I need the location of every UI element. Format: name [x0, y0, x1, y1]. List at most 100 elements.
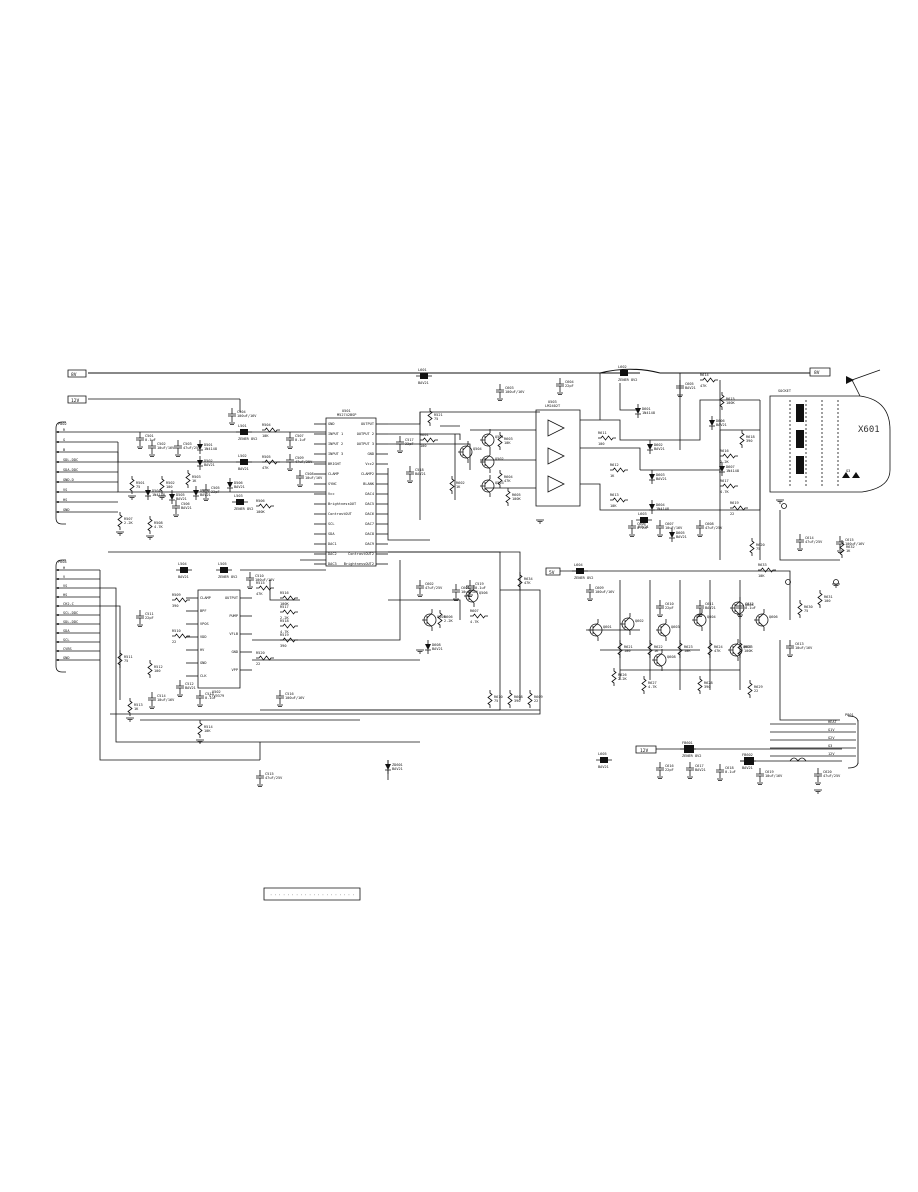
- u501-left-pin-1: INPUT 1: [328, 432, 343, 436]
- svg-text:C514: C514: [157, 694, 166, 698]
- rail-label-5v: 5V: [549, 570, 555, 576]
- svg-text:R509: R509: [172, 593, 181, 597]
- svg-text:390: 390: [746, 439, 753, 443]
- p604-pin-label-1: V: [63, 575, 66, 579]
- svg-text:R621: R621: [624, 645, 633, 649]
- p802-pin-label-8: GND: [63, 508, 70, 512]
- svg-text:22pF: 22pF: [665, 768, 674, 772]
- svg-text:C611: C611: [705, 602, 714, 606]
- p604-pin-label-3: HS: [63, 593, 67, 597]
- p604-pin-label-7: SDA: [63, 629, 70, 633]
- svg-text:Q601: Q601: [603, 625, 612, 629]
- rail-label-12v-bottom: 12V: [640, 748, 649, 754]
- p801-pin-label-1: G1V: [828, 728, 835, 732]
- svg-text:22pF: 22pF: [565, 384, 574, 388]
- svg-text:R633: R633: [758, 563, 767, 567]
- svg-text:D504: D504: [152, 489, 161, 493]
- svg-text:D503: D503: [200, 489, 209, 493]
- svg-text:BAV21: BAV21: [705, 606, 716, 610]
- ground-symbol-7: [536, 519, 544, 524]
- svg-text:C509: C509: [295, 456, 304, 460]
- svg-text:BAV21: BAV21: [676, 535, 687, 539]
- svg-text:R515: R515: [256, 581, 265, 585]
- svg-text:R508: R508: [154, 521, 163, 525]
- svg-text:0.1uF: 0.1uF: [205, 696, 216, 700]
- transistor-6: Q601: [588, 619, 612, 641]
- p604-pin-label-0: H: [63, 566, 65, 570]
- wire-33: [779, 640, 840, 721]
- svg-text:10uF/16V: 10uF/16V: [665, 526, 683, 530]
- svg-text:D501: D501: [204, 443, 213, 447]
- transistor-3: Q504: [458, 441, 482, 463]
- svg-text:ZENER 8V2: ZENER 8V2: [618, 378, 637, 382]
- svg-text:R611: R611: [598, 431, 607, 435]
- svg-text:Q501: Q501: [495, 435, 504, 439]
- svg-text:R632: R632: [846, 545, 855, 549]
- svg-text:C507: C507: [295, 434, 304, 438]
- u501-right-pin-6: BLANK: [363, 482, 375, 486]
- svg-text:ZENER 8V2: ZENER 8V2: [574, 576, 593, 580]
- svg-text:Q606: Q606: [769, 615, 778, 619]
- svg-text:L602: L602: [618, 365, 627, 369]
- svg-text:100uF/16V: 100uF/16V: [595, 590, 615, 594]
- p802-ref: P802: [58, 422, 67, 426]
- svg-text:R510: R510: [172, 629, 181, 633]
- svg-text:C614: C614: [805, 536, 814, 540]
- u502-left-pin-1: BPF: [200, 609, 207, 613]
- svg-text:R606: R606: [444, 615, 453, 619]
- wire-2: [117, 452, 240, 493]
- p801-pin-label-3: G3: [828, 744, 832, 748]
- wire-17: [470, 429, 536, 489]
- svg-text:R519: R519: [280, 633, 289, 637]
- svg-text:R612: R612: [610, 463, 619, 467]
- wire-46: [619, 383, 640, 411]
- svg-text:10uF/16V: 10uF/16V: [795, 646, 813, 650]
- u502-left-pin-0: CLAMP: [200, 596, 211, 600]
- svg-text:R602: R602: [456, 481, 465, 485]
- svg-text:0.1uF: 0.1uF: [145, 438, 156, 442]
- svg-text:BAV21: BAV21: [181, 506, 192, 510]
- svg-text:R513: R513: [134, 703, 143, 707]
- svg-text:C502: C502: [157, 442, 166, 446]
- svg-text:100: 100: [598, 442, 605, 446]
- svg-text:L604: L604: [574, 563, 583, 567]
- u501-right-pin-14: BrightnessOUT2: [344, 562, 374, 566]
- p604-pin-label-4: CH2-C: [63, 602, 74, 606]
- p604-pin-label-5: SCL-DDC: [63, 611, 78, 615]
- svg-text:100K: 100K: [256, 510, 265, 514]
- u501-right-pin-0: OUTPUT: [361, 422, 375, 426]
- svg-text:C602: C602: [425, 582, 434, 586]
- svg-text:0.1uF: 0.1uF: [475, 586, 486, 590]
- transistor-9: Q604: [692, 609, 716, 631]
- svg-text:390: 390: [704, 685, 711, 689]
- svg-text:R616: R616: [720, 449, 729, 453]
- ground-symbol-0: [128, 495, 136, 500]
- svg-text:R628: R628: [704, 681, 713, 685]
- p802-pin-label-7: HS: [63, 498, 67, 502]
- p604-pin-label-10: GND: [63, 656, 70, 660]
- p801-ref: P801: [845, 713, 854, 717]
